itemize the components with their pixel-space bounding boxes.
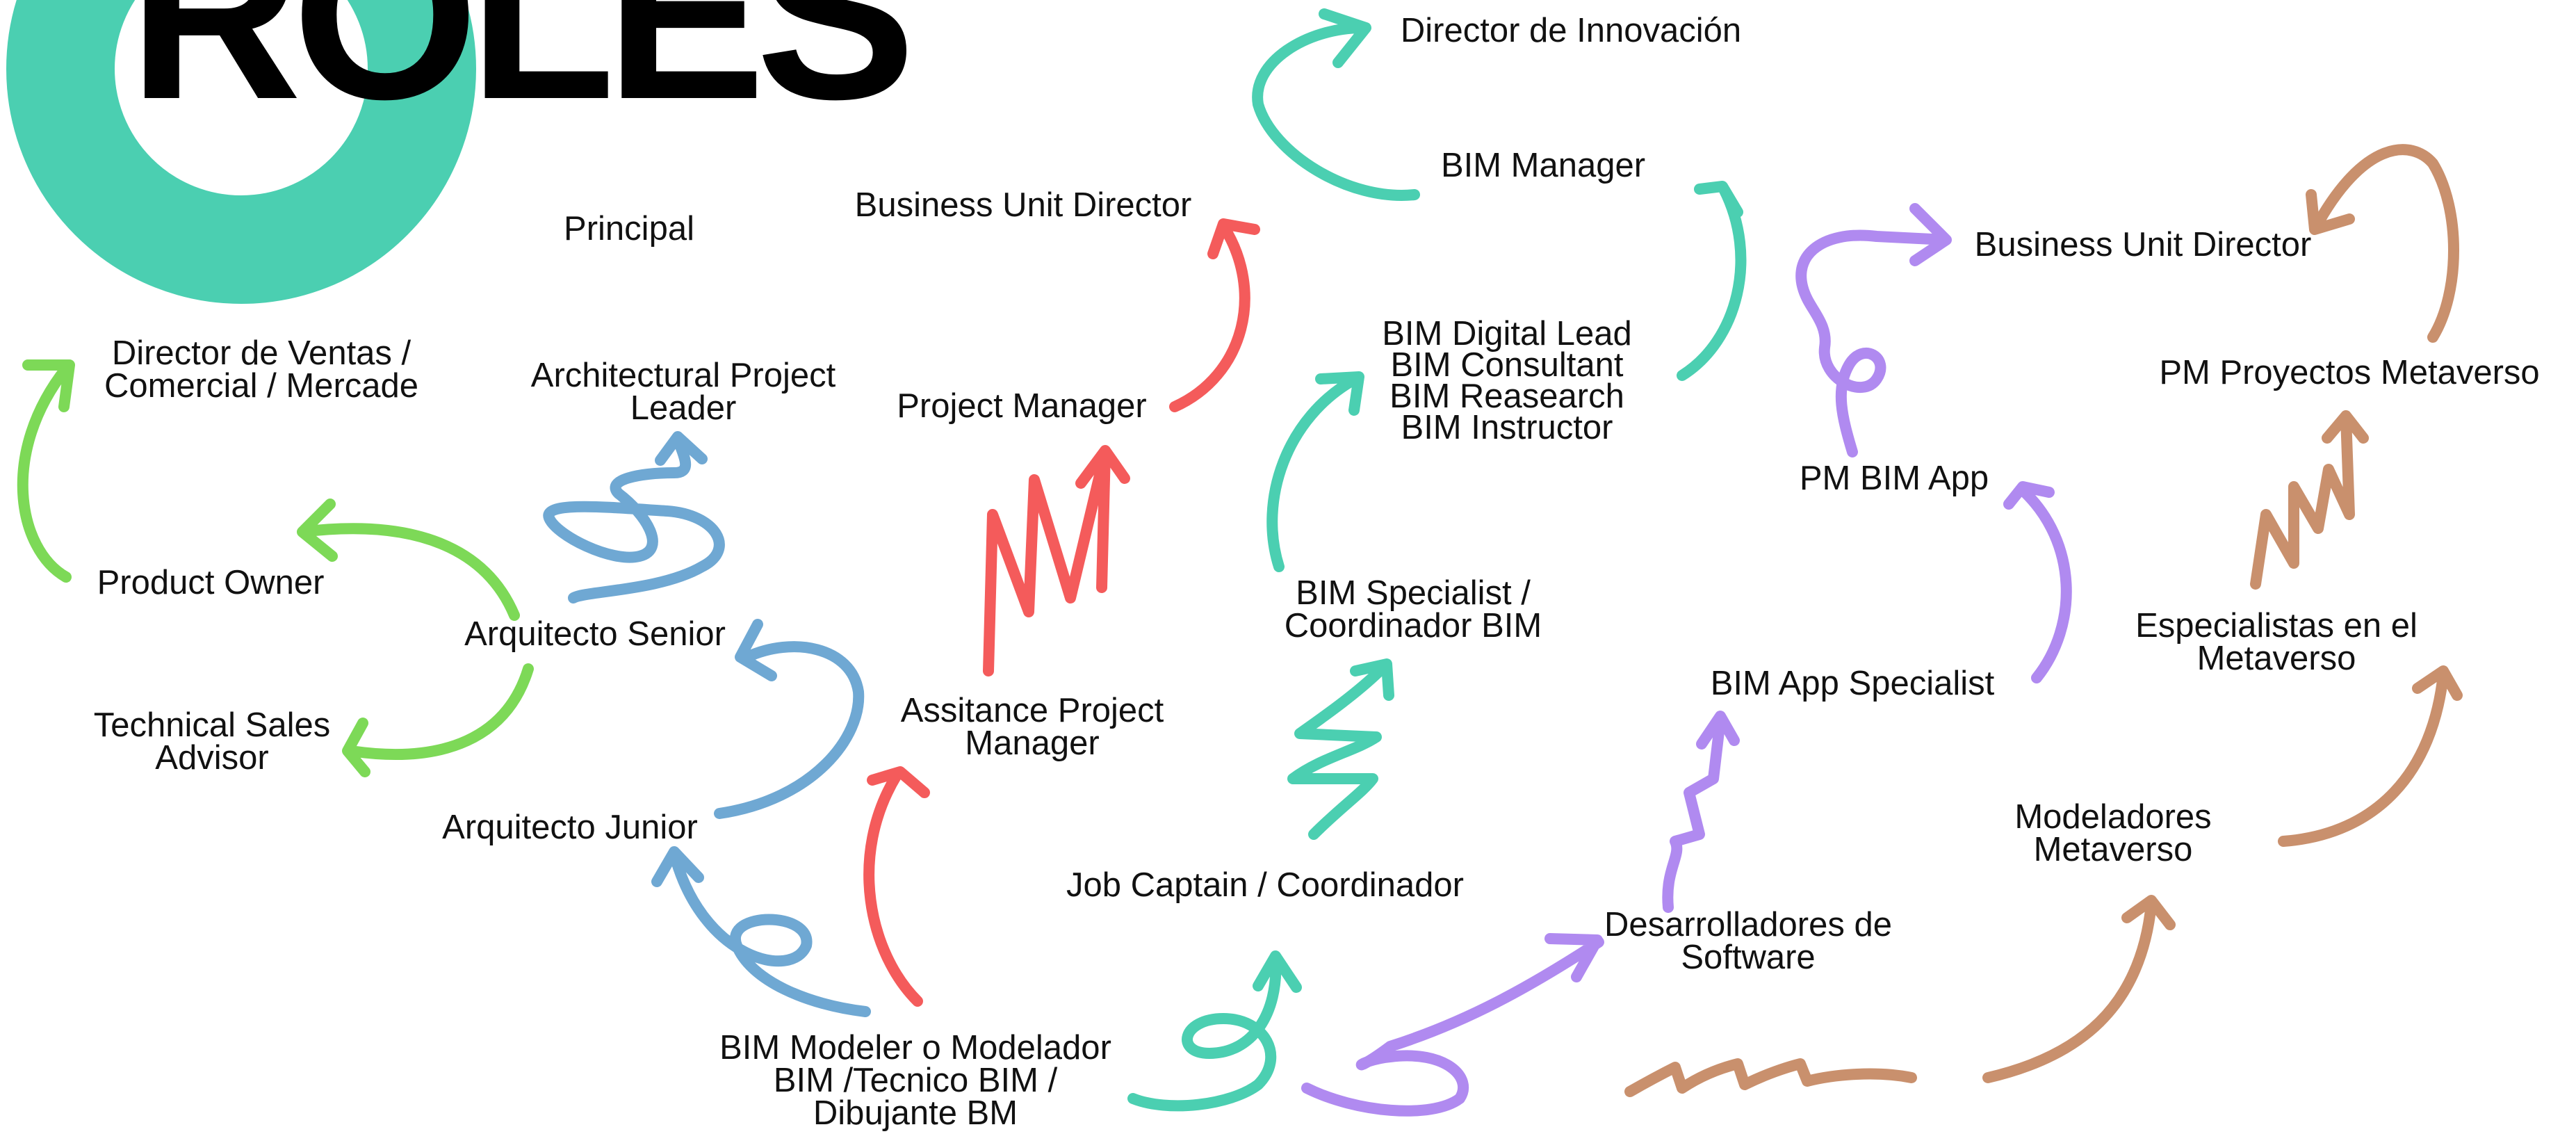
label-bim-modeler-line2: BIM /Tecnico BIM / (773, 1062, 1058, 1099)
label-bim-digital-lead: BIM Digital Lead BIM Consultant BIM Reas… (1382, 315, 1632, 446)
label-bim-modeler: BIM Modeler o Modelador BIM /Tecnico BIM… (719, 1029, 1111, 1132)
label-technical-sales-line2: Advisor (155, 739, 269, 777)
label-bim-modeler-line1: BIM Modeler o Modelador (719, 1029, 1111, 1067)
purple-arrows (1301, 203, 2072, 1117)
label-desarrolladores-line2: Software (1681, 939, 1816, 976)
label-project-manager: Project Manager (897, 387, 1147, 425)
label-modeladores-metaverso-line1: Modeladores (2014, 798, 2212, 836)
arrow-digital-lead-to-bim-manager (1677, 181, 1747, 381)
arrow-bim-modeler-to-job-captain (1127, 950, 1302, 1112)
label-job-captain: Job Captain / Coordinador (1066, 866, 1465, 904)
label-especialistas-metaverso: Especialistas en el Metaverso (2135, 607, 2418, 677)
label-director-innovacion: Director de Innovación (1400, 12, 1742, 49)
label-bim-app-specialist: BIM App Specialist (1710, 665, 1995, 702)
brown-arrows (1624, 144, 2463, 1097)
label-bim-digital-lead-line4: BIM Instructor (1401, 409, 1613, 446)
label-desarrolladores-line1: Desarrolladores de (1604, 906, 1892, 943)
label-business-unit-director-2: Business Unit Director (1974, 226, 2312, 264)
green-arrows (17, 359, 534, 777)
label-desarrolladores: Desarrolladores de Software (1604, 906, 1892, 976)
label-bim-manager: BIM Manager (1440, 147, 1646, 184)
label-arq-junior: Arquitecto Junior (442, 809, 698, 846)
label-bim-specialist-line2: Coordinador BIM (1284, 607, 1542, 645)
label-principal: Principal (564, 210, 694, 248)
label-assistance-pm-line1: Assitance Project (900, 692, 1164, 729)
label-bim-digital-lead-line2: BIM Consultant (1390, 346, 1624, 384)
label-especialistas-metaverso-line1: Especialistas en el (2135, 607, 2418, 645)
label-bim-digital-lead-line3: BIM Reasearch (1389, 378, 1624, 415)
blue-arrows (543, 431, 871, 1017)
label-bim-specialist: BIM Specialist / Coordinador BIM (1284, 574, 1542, 645)
arrow-bim-app-specialist-to-pm-bim-app (2003, 481, 2072, 683)
label-arq-project-leader-line1: Architectural Project (530, 357, 836, 394)
arrow-pm-bim-app-to-business-unit (1795, 203, 1952, 457)
label-product-owner: Product Owner (97, 564, 325, 601)
arrow-modeladores-to-especialistas (2278, 665, 2463, 847)
label-arq-project-leader-line2: Leader (630, 389, 737, 427)
label-modeladores-metaverso: Modeladores Metaverso (2014, 798, 2212, 868)
teal-ring-shape (6, 0, 476, 304)
label-technical-sales-line1: Technical Sales (93, 706, 331, 744)
label-arq-senior: Arquitecto Senior (464, 615, 726, 653)
label-bim-specialist-line1: BIM Specialist / (1296, 574, 1531, 612)
arrow-job-captain-to-bim-specialist (1287, 658, 1394, 840)
label-assistance-pm: Assitance Project Manager (900, 692, 1164, 762)
teal-arrows (1127, 8, 1747, 1112)
label-director-ventas: Director de Ventas / Comercial / Mercade (104, 337, 418, 403)
arrow-arq-senior-to-technical-sales (342, 663, 534, 777)
arrow-zigzag-to-modeladores (1624, 895, 2176, 1097)
label-assistance-pm-line2: Manager (965, 724, 1100, 762)
label-director-ventas-line1: Director de Ventas / (111, 334, 411, 372)
label-bim-modeler-line3: Dibujante BM (813, 1094, 1018, 1132)
label-business-unit-director-1: Business Unit Director (854, 186, 1192, 224)
arrow-especialistas-to-pm-metaverso (2250, 410, 2369, 590)
arrow-assistance-pm-to-project-manager (983, 445, 1130, 677)
label-director-ventas-line2: Comercial / Mercade (104, 367, 419, 405)
label-especialistas-metaverso-line2: Metaverso (2196, 640, 2356, 677)
arrow-product-owner-to-director-ventas (17, 359, 75, 583)
arrow-bim-modeler-to-desarrolladores (1301, 933, 1604, 1117)
label-pm-metaverso: PM Proyectos Metaverso (2159, 354, 2540, 391)
label-arq-project-leader: Architectural Project Leader (530, 357, 836, 427)
label-pm-bim-app: PM BIM App (1799, 460, 1989, 497)
label-technical-sales: Technical Sales Advisor (93, 706, 331, 777)
arrow-pm-metaverso-to-business-unit (2306, 144, 2459, 343)
arrow-bim-manager-to-director-innovacion (1252, 8, 1420, 201)
arrow-bim-modeler-to-arq-junior (651, 846, 871, 1017)
arrow-project-manager-to-business-unit (1169, 218, 1260, 412)
label-modeladores-metaverso-line2: Metaverso (2033, 831, 2193, 868)
page-title: ROLES (129, 0, 915, 149)
red-arrows (863, 218, 1260, 1007)
arrow-arq-senior-to-product-owner (297, 499, 520, 621)
arrow-bim-modeler-to-assistance-pm (863, 766, 930, 1007)
arrow-arq-junior-to-arq-senior (714, 619, 865, 819)
arrow-bim-specialist-to-digital-lead (1266, 371, 1364, 572)
label-bim-digital-lead-line1: BIM Digital Lead (1382, 315, 1632, 353)
arrow-desarrolladores-to-bim-app-specialist (1662, 711, 1740, 913)
arrow-arq-senior-to-project-leader (543, 431, 725, 604)
